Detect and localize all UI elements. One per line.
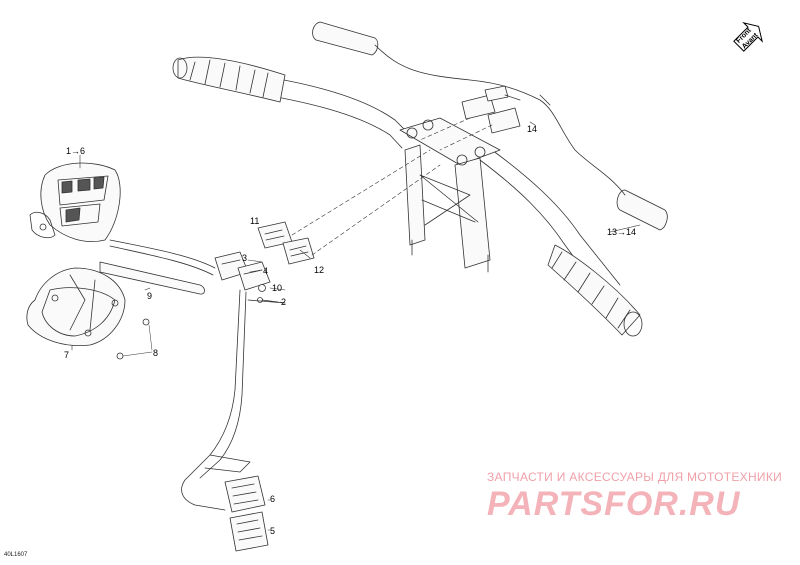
left-grip <box>177 56 286 103</box>
connector-11-12 <box>257 221 315 265</box>
arrow-icon <box>733 21 764 52</box>
handlebar-riser <box>399 117 501 273</box>
callout-leaders <box>71 121 641 531</box>
callout-7: 7 <box>64 350 70 360</box>
callout-4: 4 <box>263 266 269 276</box>
handlebar <box>172 21 668 337</box>
screws-8 <box>116 318 153 360</box>
leader-lines <box>291 117 493 256</box>
lower-cover <box>26 267 126 346</box>
callout-6: 6 <box>270 494 276 504</box>
callout-5: 5 <box>270 526 276 536</box>
wire-harness <box>109 44 626 511</box>
watermark-tagline: ЗАПЧАСТИ И АКСЕССУАРЫ ДЛЯ МОТОТЕХНИКИ <box>487 470 783 484</box>
callout-12: 12 <box>314 265 325 275</box>
callout-8: 8 <box>153 348 159 358</box>
switch-housing <box>29 162 121 242</box>
right-grip <box>547 244 641 336</box>
connector-3-4 <box>214 251 271 291</box>
callout-14: 14 <box>527 124 538 134</box>
connector-5-6 <box>224 475 269 552</box>
callout-1-6: 1→6 <box>66 146 86 156</box>
callout-2: 2 <box>281 297 287 307</box>
callout-9: 9 <box>147 291 153 301</box>
callout-3: 3 <box>242 253 248 263</box>
callout-13-14: 13→14 <box>607 227 637 237</box>
front-direction-indicator: Front Avant <box>724 13 772 61</box>
hose-9 <box>99 261 205 295</box>
document-id: 40L1607 <box>4 552 28 558</box>
connector-14 <box>461 85 521 134</box>
callout-10: 10 <box>272 283 283 293</box>
callout-11: 11 <box>250 216 260 226</box>
fasteners-10-2 <box>257 284 279 303</box>
watermark-brand: PARTSFOR.RU <box>487 485 741 523</box>
